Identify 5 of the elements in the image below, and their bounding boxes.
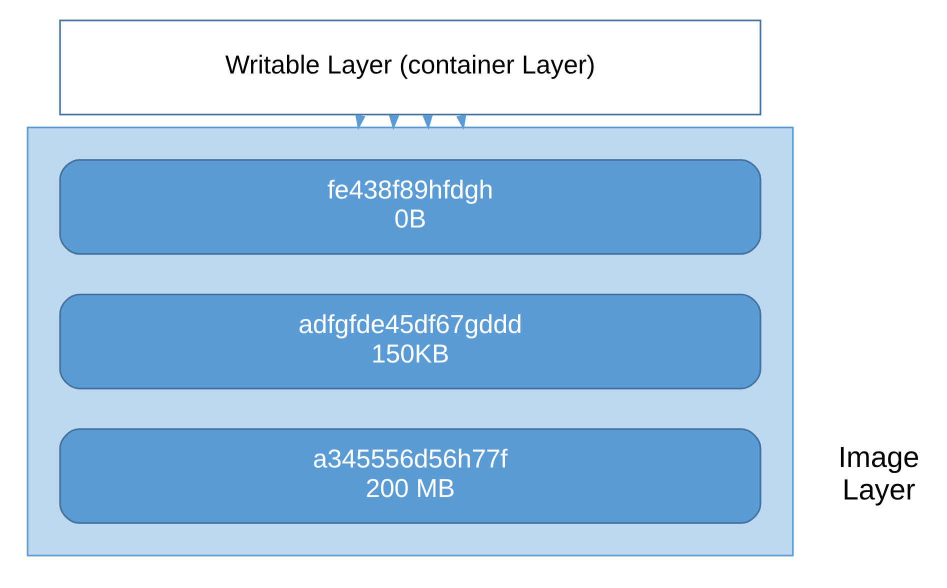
node-box: fe438f89hfdgh 0B — [59, 158, 762, 254]
node-box: a345556d56h77f 200 MB — [59, 428, 762, 524]
label: Image Layer — [838, 442, 920, 506]
node-box: adfgfde45df67gddd 150KB — [59, 293, 762, 389]
cluster — [26, 126, 794, 556]
